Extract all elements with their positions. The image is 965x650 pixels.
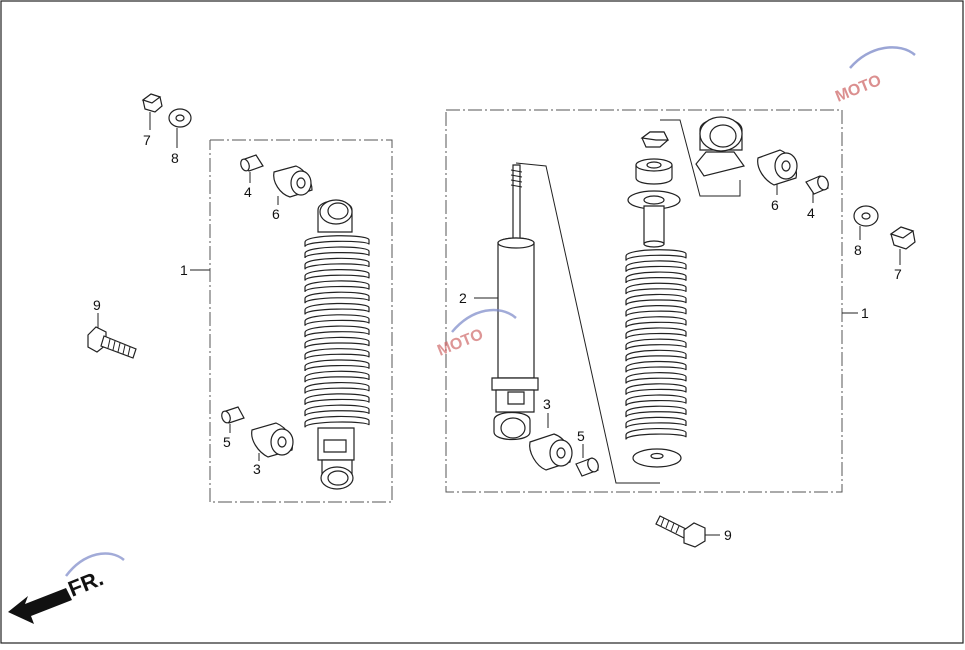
right-top-guide-line xyxy=(660,119,741,197)
right-bottom-washer[interactable] xyxy=(632,448,682,468)
callout-left-nut: 7 xyxy=(143,132,151,148)
callout-right-bush-top: 6 xyxy=(771,197,779,213)
right-spring-coil xyxy=(625,416,687,429)
left-shock-absorber[interactable] xyxy=(304,199,370,490)
right-upper-mount[interactable] xyxy=(695,116,746,177)
left-bush-bottom[interactable] xyxy=(251,422,294,461)
callout-left-assembly: 1 xyxy=(180,262,188,278)
callout-right-nut: 7 xyxy=(894,266,902,282)
left-spring-coil xyxy=(304,370,370,383)
watermark-bottom-left xyxy=(65,552,125,577)
callout-right-assembly: 1 xyxy=(861,305,869,321)
callout-right-collar-bottom: 5 xyxy=(577,428,585,444)
left-spring-coil xyxy=(304,314,370,327)
left-assembly-frame xyxy=(209,139,393,503)
front-direction-indicator: FR. xyxy=(8,565,107,624)
left-spring-coil xyxy=(304,280,370,293)
callout-right-bush-bottom: 3 xyxy=(543,396,551,412)
callout-right-damper: 2 xyxy=(459,290,467,306)
left-spring-coil xyxy=(304,291,370,304)
right-bolt[interactable] xyxy=(655,515,720,548)
right-coil-spring[interactable] xyxy=(625,249,687,441)
left-spring-coil xyxy=(304,336,370,349)
right-bush-top[interactable] xyxy=(757,149,798,195)
left-spring-coil xyxy=(304,415,370,429)
left-bush-top[interactable] xyxy=(273,165,313,205)
right-guide-line xyxy=(515,162,660,484)
right-spring-coil xyxy=(625,260,687,273)
callout-right-collar-top: 4 xyxy=(807,205,815,221)
left-nut[interactable] xyxy=(141,93,163,130)
right-collar-bottom[interactable] xyxy=(575,444,600,477)
left-bolt[interactable] xyxy=(87,313,137,359)
watermark-text-center: MOTO xyxy=(435,326,486,360)
right-assembly-frame xyxy=(445,109,843,493)
right-top-nut[interactable] xyxy=(640,131,669,148)
left-assembly: 7 8 4 6 1 xyxy=(141,93,393,503)
right-washer[interactable] xyxy=(853,205,879,240)
callout-right-bolt: 9 xyxy=(724,527,732,543)
right-spring-coil xyxy=(625,349,687,362)
left-spring-coil xyxy=(304,257,370,270)
left-spring-coil xyxy=(304,246,370,259)
callout-left-washer: 8 xyxy=(171,150,179,166)
right-spring-coil xyxy=(625,305,687,318)
right-damper[interactable] xyxy=(491,164,539,441)
left-spring-coil xyxy=(304,302,370,316)
right-spring-coil xyxy=(625,383,687,396)
right-spring-coil xyxy=(625,394,687,407)
callout-left-collar-bottom: 5 xyxy=(223,434,231,450)
right-collar-top[interactable] xyxy=(805,175,830,203)
right-spring-coil xyxy=(625,271,687,284)
right-spring-coil xyxy=(625,249,687,262)
left-spring-coil xyxy=(304,348,370,361)
right-spring-coil xyxy=(625,338,687,351)
right-nut[interactable] xyxy=(889,226,916,265)
left-spring-coil xyxy=(304,325,370,338)
left-spring-coil xyxy=(304,393,370,406)
callout-left-bush-top: 6 xyxy=(272,206,280,222)
left-spring-coil xyxy=(304,269,370,282)
right-spring-coil xyxy=(625,327,687,340)
right-spring-coil xyxy=(625,282,687,295)
watermark-top-right: MOTO xyxy=(833,46,916,106)
right-spring-coil xyxy=(625,405,687,418)
right-spring-coil xyxy=(625,427,687,441)
right-spring-coil xyxy=(625,293,687,306)
watermark-text: MOTO xyxy=(833,72,884,106)
left-collar-top[interactable] xyxy=(239,154,264,183)
left-collar-bottom[interactable] xyxy=(220,406,245,433)
right-bush-bottom[interactable] xyxy=(529,413,573,471)
right-spring-coil xyxy=(625,316,687,329)
callout-right-washer: 8 xyxy=(854,242,862,258)
front-arrow-icon xyxy=(8,588,72,624)
callout-left-bolt: 9 xyxy=(93,297,101,313)
left-spring-coil xyxy=(304,359,370,372)
right-spring-coil xyxy=(625,360,687,373)
left-spring-coil xyxy=(304,381,370,395)
right-spring-seat[interactable] xyxy=(627,190,681,248)
left-washer[interactable] xyxy=(168,108,192,148)
right-spring-coil xyxy=(625,372,687,385)
left-spring-coil xyxy=(304,404,370,417)
callout-left-bush-bottom: 3 xyxy=(253,461,261,477)
left-spring-coil xyxy=(304,235,370,248)
callout-left-collar-top: 4 xyxy=(244,184,252,200)
right-rubber-cup[interactable] xyxy=(635,158,673,185)
right-assembly: 2 xyxy=(445,109,869,493)
